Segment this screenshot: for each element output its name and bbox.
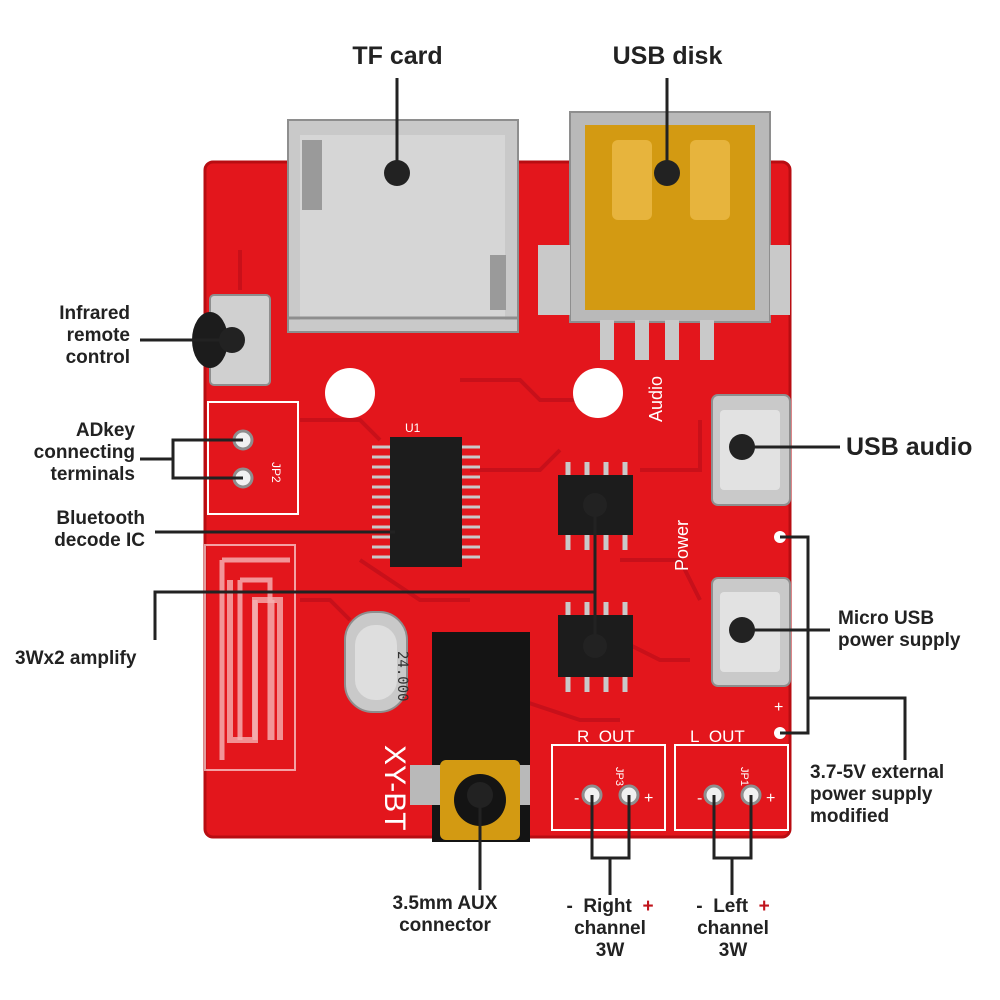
bluetooth-antenna: [219, 557, 290, 760]
left-channel-plus: +: [758, 896, 770, 917]
infrared-label-line3: control: [65, 346, 130, 368]
tf-card-slot: [287, 119, 519, 333]
right-channel-name: Right: [583, 896, 632, 917]
bluetooth-ic-label: Bluetooth decode IC: [20, 508, 145, 552]
adkey-label: ADkey connecting terminals: [5, 420, 135, 486]
adkey-label-line3: terminals: [50, 463, 135, 485]
ext-power-plus-marking: +: [774, 699, 783, 716]
left-channel-minus: -: [696, 896, 703, 917]
r-out-plus-marking: +: [644, 790, 653, 807]
l-out-minus-marking: -: [697, 790, 702, 807]
crystal-oscillator: [344, 611, 408, 713]
mounting-hole: [325, 368, 375, 418]
leader-lines: [140, 78, 907, 895]
left-channel-name: Left: [713, 896, 749, 917]
usb-audio-label: USB audio: [846, 433, 973, 461]
bluetooth-ic-label-line2: decode IC: [54, 529, 145, 551]
r-out-marking: R_OUT: [577, 727, 635, 746]
left-channel-label-line1: - Left +: [668, 896, 798, 918]
u1-marking: U1: [405, 421, 421, 435]
right-channel-label-line2: channel: [574, 917, 646, 939]
left-channel-label: - Left + channel 3W: [668, 896, 798, 962]
jp3-marking: JP3: [613, 767, 625, 786]
right-channel-label-line1: - Right +: [545, 896, 675, 918]
micro-usb-label-line2: power supply: [838, 629, 961, 651]
model-marking: XY-BT: [378, 745, 411, 831]
crystal-marking: 24.000: [394, 651, 410, 702]
leader-adkey-2: [171, 459, 243, 480]
leader-ext-power: [808, 696, 907, 760]
leader-adkey: [140, 438, 243, 461]
left-channel-label-line3: 3W: [718, 939, 748, 961]
tf-card-label: TF card: [352, 42, 443, 70]
jp2-marking: JP2: [269, 462, 283, 483]
ext-power-label: 3.7-5V external power supply modified: [810, 762, 944, 828]
aux-label-line1: 3.5mm AUX: [392, 893, 498, 914]
adkey-label-line1: ADkey: [75, 420, 135, 441]
ext-power-label-line1: 3.7-5V external: [810, 762, 945, 783]
adkey-terminal-box: [207, 401, 299, 515]
antenna-area: [204, 544, 296, 771]
leader-ext-power-top: [780, 535, 810, 698]
bluetooth-ic-label-line1: Bluetooth: [56, 508, 145, 529]
adkey-label-line2: connecting: [33, 441, 135, 463]
right-channel-label: - Right + channel 3W: [545, 896, 675, 962]
micro-usb-label-line1: Micro USB: [838, 608, 935, 629]
mounting-hole: [573, 368, 623, 418]
usb-disk-label: USB disk: [612, 42, 723, 70]
amplify-label: 3Wx2 amplify: [15, 648, 137, 669]
left-channel-label-line2: channel: [697, 917, 769, 939]
ext-power-label-line3: modified: [810, 805, 890, 827]
ext-power-label-line2: power supply: [810, 783, 933, 805]
power-marking: Power: [672, 520, 692, 571]
bluetooth-decode-ic: [372, 437, 480, 567]
infrared-label-line1: Infrared: [59, 303, 130, 324]
l-out-plus-marking: +: [766, 790, 775, 807]
r-out-terminal-box: [551, 744, 666, 831]
l-out-terminal-box: [674, 744, 789, 831]
infrared-label: Infrared remote control: [10, 303, 130, 369]
leader-ext-power-bottom: [780, 698, 810, 735]
audio-marking: Audio: [646, 376, 666, 422]
r-out-minus-marking: -: [574, 790, 579, 807]
l-out-marking: L_OUT: [690, 727, 745, 746]
right-channel-plus: +: [642, 896, 654, 917]
infrared-label-line2: remote: [66, 324, 130, 346]
usb-disk-port: [538, 111, 790, 360]
right-channel-label-line3: 3W: [595, 939, 625, 961]
jp1-marking: JP1: [738, 767, 750, 786]
pcb-traces: [238, 250, 702, 722]
leader-amplify: [153, 590, 595, 640]
micro-usb-label: Micro USB power supply: [838, 608, 960, 652]
right-channel-minus: -: [566, 896, 573, 917]
aux-label: 3.5mm AUX connector: [360, 893, 530, 937]
aux-label-line2: connector: [399, 914, 491, 936]
